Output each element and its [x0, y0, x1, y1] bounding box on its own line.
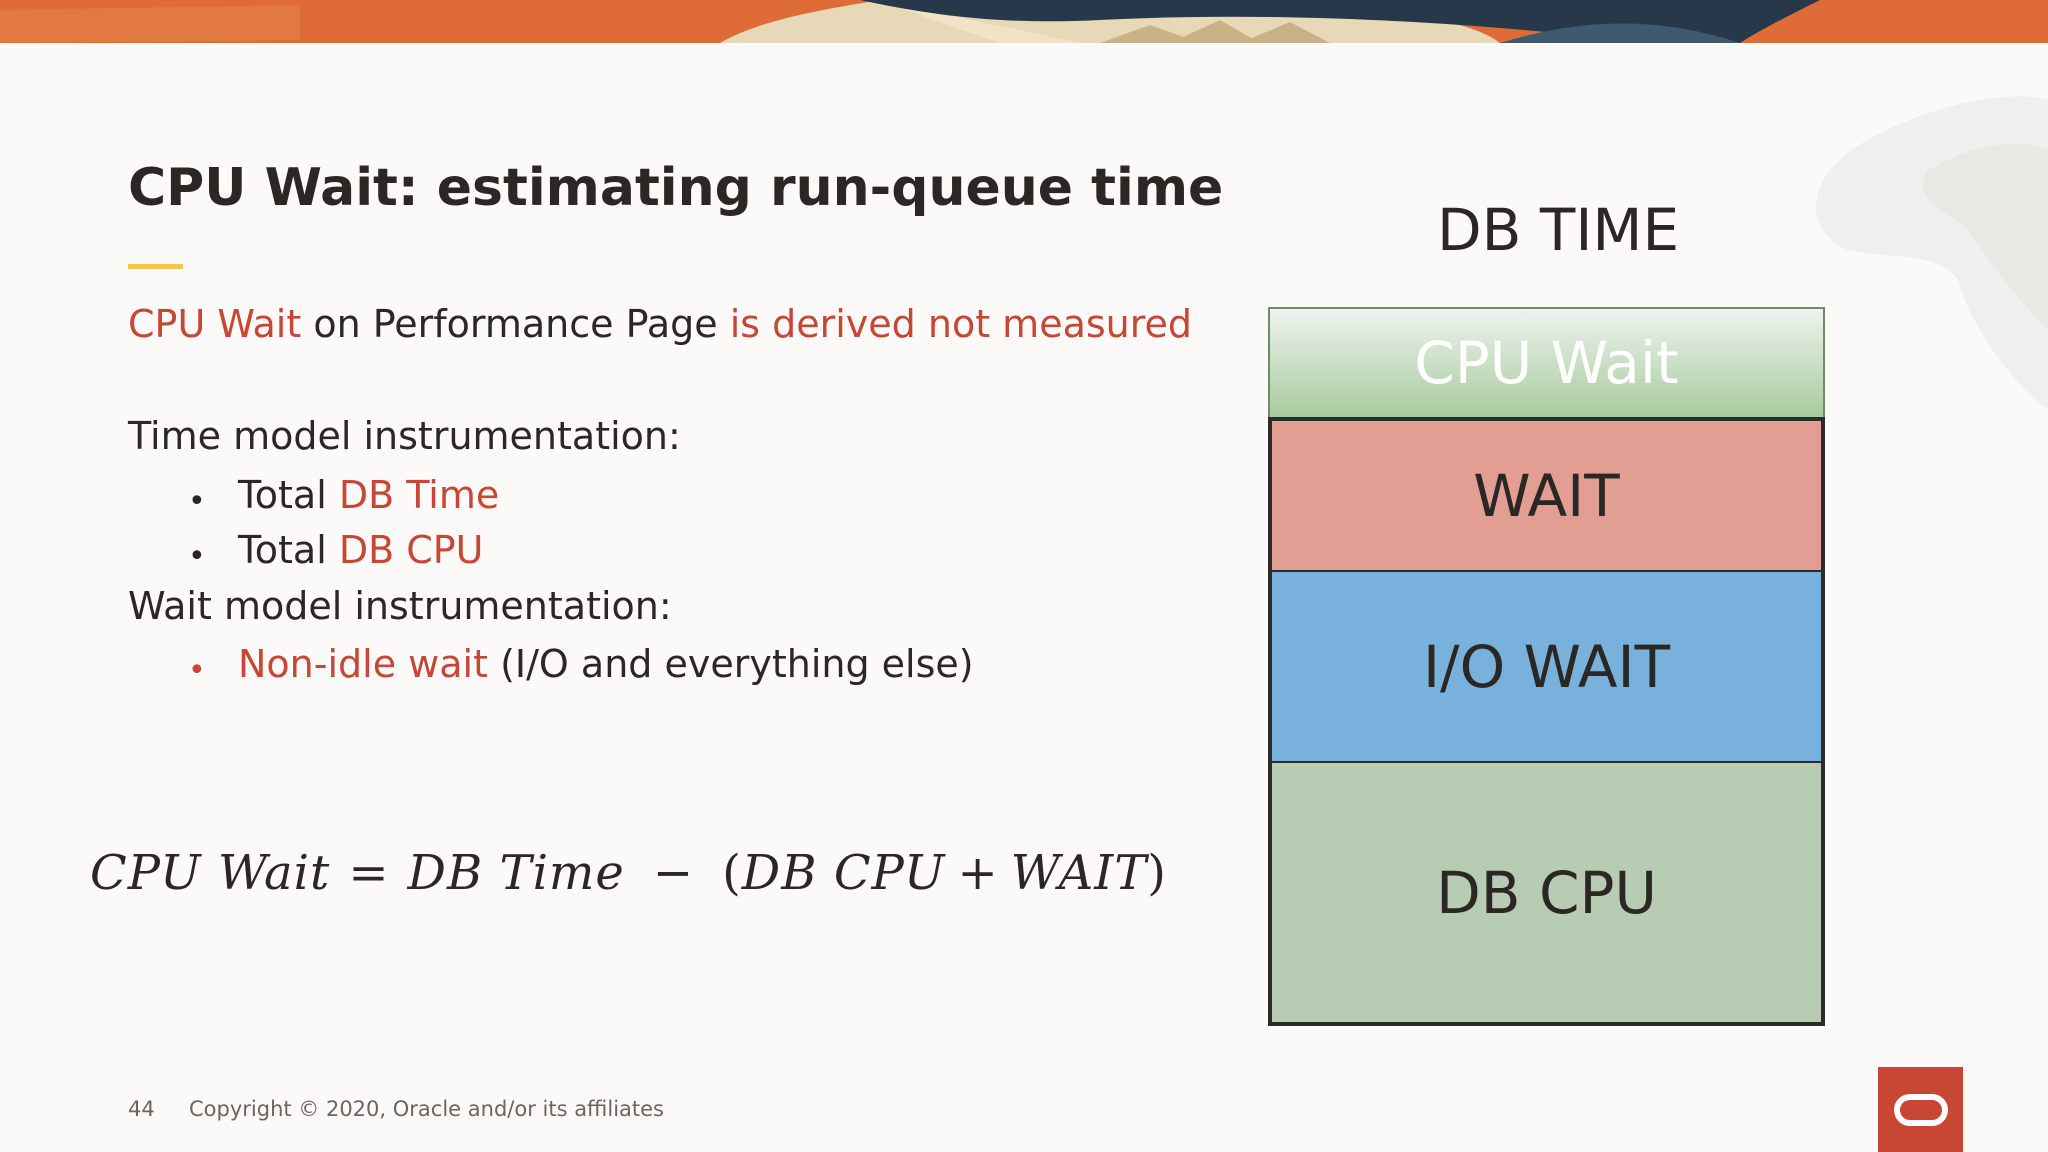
- bullet-suffix: (I/O and everything else): [488, 642, 974, 686]
- slide-title: CPU Wait: estimating run-queue time: [128, 158, 1224, 218]
- bullet-highlight-non-idle: Non-idle wait: [238, 642, 488, 686]
- formula-plus: +: [957, 845, 999, 901]
- intro-cpu-wait: CPU Wait: [128, 302, 302, 346]
- bullet-marker-db-time: •: [188, 484, 206, 519]
- formula-minus: −: [652, 845, 695, 901]
- time-model-bullet-db-cpu: Total DB CPU: [238, 528, 484, 572]
- intro-derived: is derived not measured: [729, 302, 1193, 346]
- formula-db-time: DB Time: [407, 845, 625, 901]
- bullet-marker-db-cpu: •: [188, 539, 206, 574]
- copyright-notice: Copyright © 2020, Oracle and/or its affi…: [189, 1097, 664, 1121]
- stack-segment-label: DB CPU: [1436, 858, 1657, 927]
- time-model-heading: Time model instrumentation:: [128, 414, 681, 458]
- formula-wait: WAIT: [1010, 845, 1148, 901]
- db-time-title: DB TIME: [1437, 196, 1680, 264]
- stack-segment-db-cpu: DB CPU: [1268, 761, 1825, 1026]
- bullet-prefix: Total: [238, 528, 339, 572]
- bullet-highlight-db-time: DB Time: [338, 473, 500, 517]
- time-model-bullet-db-time: Total DB Time: [238, 473, 499, 517]
- oracle-logo-icon: [1878, 1067, 1963, 1152]
- formula-equals: =: [348, 845, 390, 901]
- stack-segment-wait: WAIT: [1268, 417, 1825, 572]
- formula-lhs: CPU Wait: [90, 845, 331, 901]
- stack-segment-label: I/O WAIT: [1422, 632, 1671, 701]
- wait-model-bullet: Non-idle wait (I/O and everything else): [238, 642, 974, 686]
- intro-line: CPU Wait on Performance Page is derived …: [128, 302, 1192, 346]
- intro-middle: on Performance Page: [301, 302, 730, 346]
- title-accent-bar: [128, 264, 183, 269]
- bullet-highlight-db-cpu: DB CPU: [338, 528, 484, 572]
- stack-segment-label: CPU Wait: [1414, 329, 1679, 397]
- formula-paren-open: (: [722, 845, 742, 901]
- decorative-texture: [1815, 96, 2048, 410]
- oracle-ring-shape: [1893, 1093, 1948, 1126]
- bullet-prefix: Total: [238, 473, 339, 517]
- page-number: 44: [128, 1097, 155, 1121]
- cpu-wait-formula: CPU Wait = DB Time−(DB CPU+WAIT): [90, 845, 1167, 901]
- stack-segment-label: WAIT: [1473, 461, 1620, 530]
- stack-segment-cpu-wait: CPU Wait: [1268, 307, 1825, 417]
- stack-segment-io-wait: I/O WAIT: [1268, 570, 1825, 763]
- header-banner: [0, 0, 2048, 43]
- formula-db-cpu: DB CPU: [741, 845, 946, 901]
- formula-paren-close: ): [1147, 845, 1167, 901]
- wait-model-heading: Wait model instrumentation:: [128, 584, 672, 628]
- bullet-marker-non-idle: •: [188, 653, 206, 688]
